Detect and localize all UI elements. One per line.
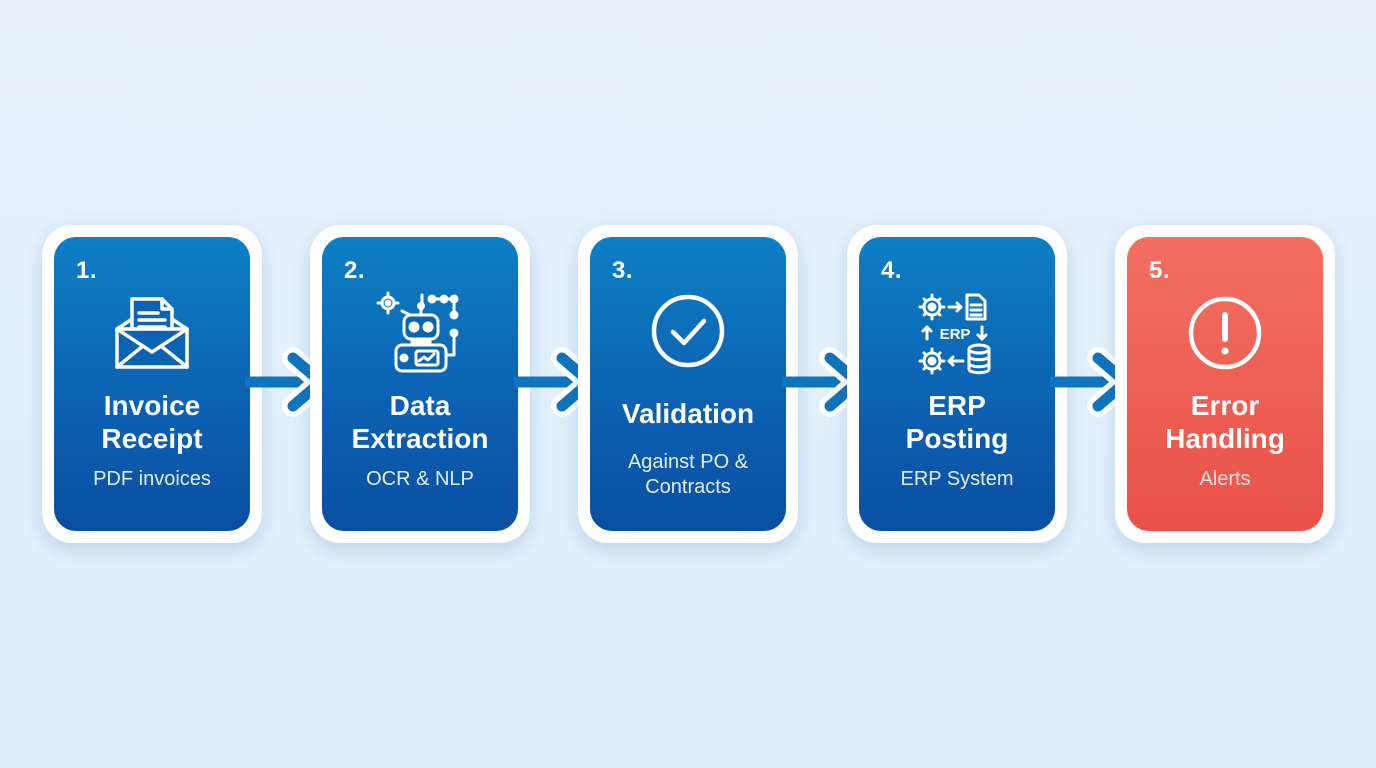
step-title-line1: ERP — [928, 390, 986, 421]
step-number: 1. — [76, 257, 98, 284]
step-subtitle-line2: Contracts — [645, 476, 731, 498]
alert-circle-icon — [1175, 289, 1275, 379]
erp-icon-label: ERP — [940, 326, 971, 343]
step-title-line2: Handling — [1165, 423, 1285, 454]
step-number: 4. — [881, 257, 903, 284]
step-card-body: 3. Validation Against PO & Contracts — [590, 237, 786, 531]
step-card-validation: 3. Validation Against PO & Contracts — [578, 225, 798, 543]
step-card-data-extraction: 2. — [310, 225, 530, 543]
step-number: 3. — [612, 257, 634, 284]
step-subtitle: Alerts — [1199, 468, 1251, 490]
step-card-body: 2. — [322, 237, 518, 531]
step-number: 2. — [344, 257, 366, 284]
step-title-line1: Invoice — [103, 390, 201, 421]
step-card-invoice-receipt: 1. Invoice Receipt PDF invoic — [42, 225, 262, 543]
step-card-body: 5. Error Handling Alerts — [1127, 237, 1323, 531]
erp-sync-icon: ERP — [907, 289, 1007, 379]
step-card-body: 4. ERP — [859, 237, 1055, 531]
step-card-body: 1. Invoice Receipt PDF invoic — [54, 237, 250, 531]
step-title: Validation — [621, 398, 755, 429]
step-title-line2: Posting — [905, 423, 1009, 454]
step-subtitle: PDF invoices — [93, 468, 211, 490]
step-title-line1: Error — [1190, 390, 1260, 421]
step-number: 5. — [1149, 257, 1171, 284]
step-subtitle: OCR & NLP — [366, 468, 474, 490]
step-title-line1: Data — [389, 390, 451, 421]
step-subtitle: ERP System — [900, 468, 1014, 490]
step-title-line2: Extraction — [351, 423, 489, 454]
step-subtitle-line1: Against PO & — [627, 451, 749, 473]
envelope-document-icon — [102, 289, 202, 379]
step-card-error-handling: 5. Error Handling Alerts — [1115, 225, 1335, 543]
robot-gears-icon — [370, 289, 470, 379]
check-circle-icon — [638, 287, 738, 377]
step-title-line2: Receipt — [101, 423, 203, 454]
step-card-erp-posting: 4. ERP — [847, 225, 1067, 543]
